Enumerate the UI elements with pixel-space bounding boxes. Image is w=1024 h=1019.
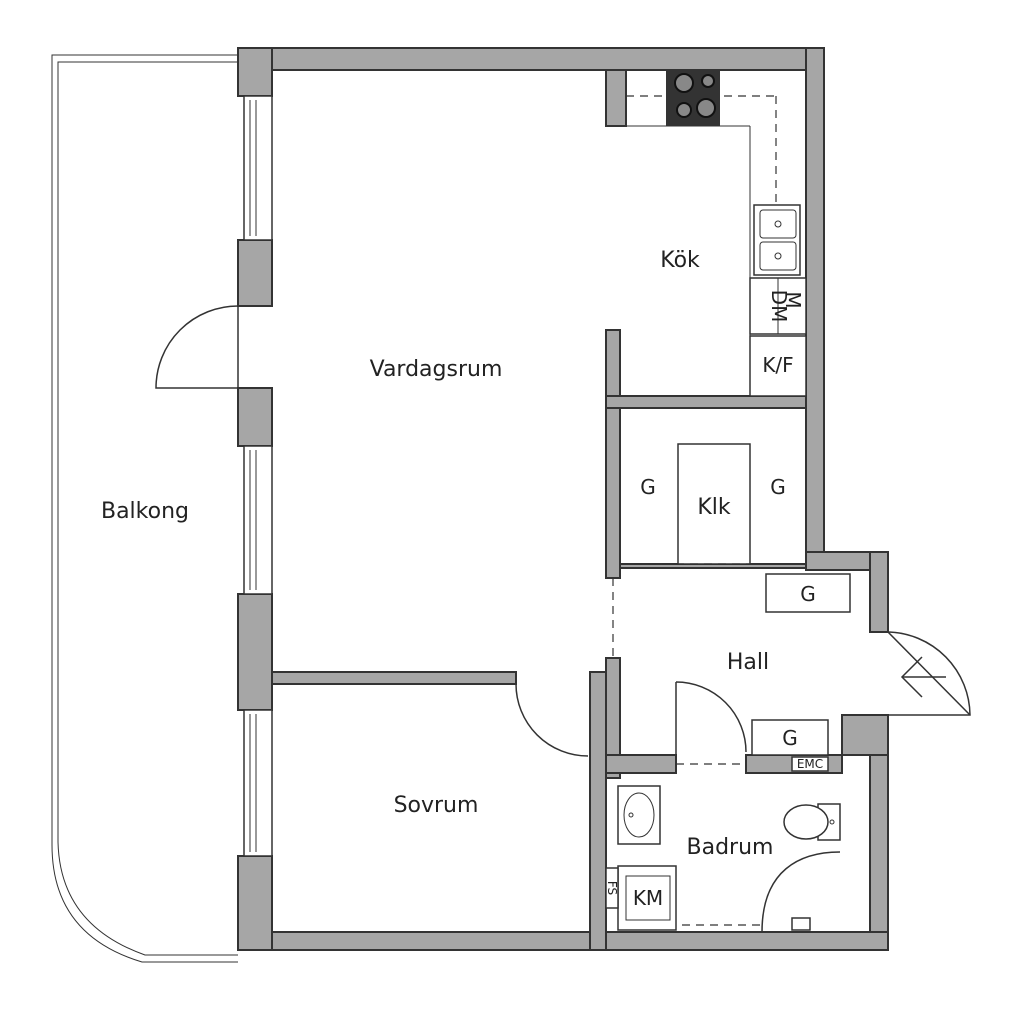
balcony — [51, 54, 238, 963]
electric-cabinet: EMC — [791, 756, 829, 772]
fridge-freezer-label: K/F — [762, 353, 793, 377]
dryer: FS — [605, 867, 619, 909]
room-label-bathroom: Badrum — [687, 835, 774, 860]
room-label-kitchen: Kök — [660, 248, 700, 273]
dishwasher-label: DM — [767, 290, 791, 323]
hall-wardrobe-top-label: G — [800, 582, 816, 606]
room-label-hall: Hall — [727, 650, 769, 675]
room-label-closet: Klk — [697, 495, 731, 520]
room-label-balcony: Balkong — [101, 499, 189, 524]
hall-wardrobe-top: G — [765, 573, 851, 613]
wardrobe-label-right: G — [770, 475, 786, 499]
bathroom-door — [675, 681, 747, 765]
exterior-walls — [237, 47, 889, 951]
window-bedroom — [243, 709, 273, 857]
washing-machine: KM — [617, 865, 677, 931]
stove — [666, 70, 720, 126]
hall-wardrobe-bottom: G — [751, 719, 829, 756]
entrance-door — [887, 631, 971, 716]
windows — [243, 95, 273, 857]
washing-machine-label: KM — [633, 886, 663, 910]
hall-wardrobe-bottom-label: G — [782, 726, 798, 750]
room-label-living-room: Vardagsrum — [370, 357, 503, 382]
window-living-top — [243, 95, 273, 241]
fridge-freezer: K/F — [749, 335, 807, 397]
interior-walls — [271, 69, 843, 951]
dishwasher-microwave: DM M — [749, 277, 807, 335]
shower — [682, 851, 841, 933]
bathroom-sink — [617, 785, 661, 845]
balcony-door — [155, 305, 239, 389]
electric-cabinet-label: EMC — [797, 757, 823, 771]
toilet — [783, 803, 841, 841]
closet: G G — [620, 443, 786, 565]
dryer-label: FS — [605, 881, 619, 895]
room-label-bedroom: Sovrum — [394, 793, 479, 818]
kitchen-sink — [753, 204, 801, 276]
wardrobe-label-left: G — [640, 475, 656, 499]
bedroom-door — [515, 680, 589, 757]
window-living-bottom — [243, 445, 273, 595]
microwave-label: M — [781, 291, 805, 308]
